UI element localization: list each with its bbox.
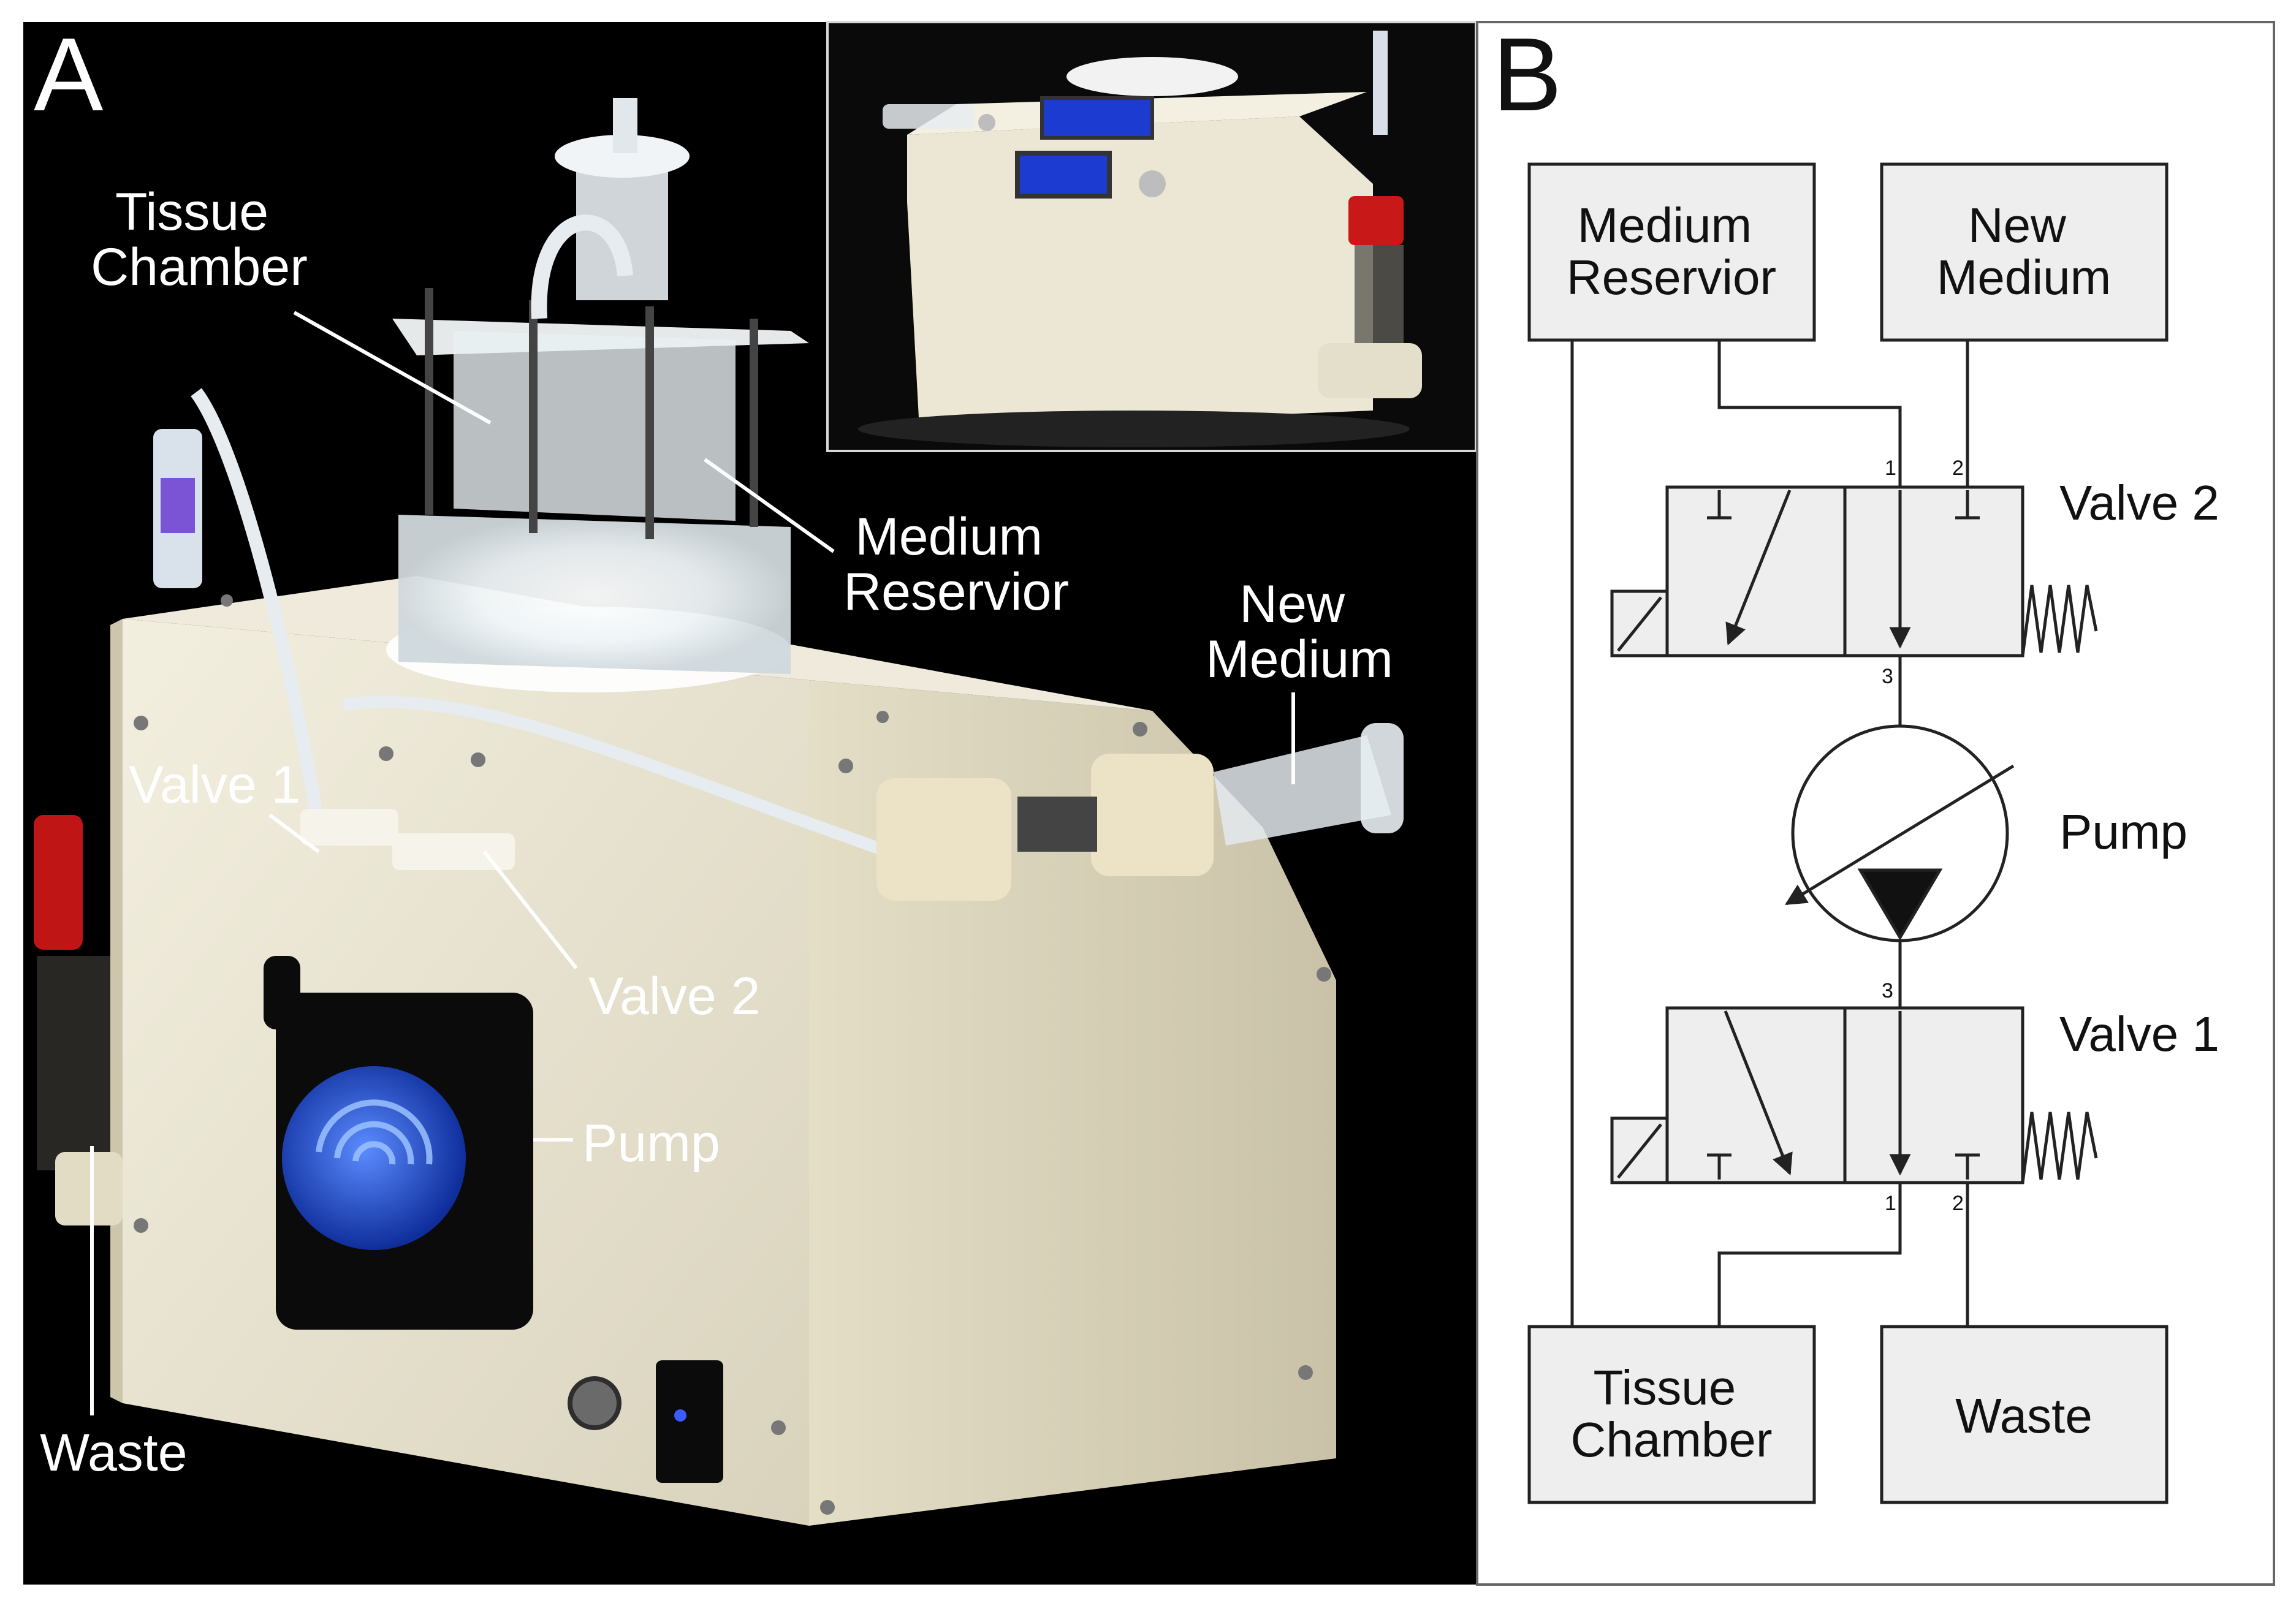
device-illustration bbox=[34, 98, 1404, 1526]
box-new-medium: New Medium bbox=[1880, 162, 2169, 342]
label-valve1: Valve 1 bbox=[129, 756, 300, 814]
valve2-port-2: 2 bbox=[1952, 456, 1964, 480]
panel-b-schematic: B Medium Reservior bbox=[1476, 17, 2275, 1586]
label-new-medium: New Medium bbox=[1206, 575, 1393, 689]
label-tissue-chamber: Tissue Chamber bbox=[91, 183, 308, 297]
svg-text:New Medium: New Medium bbox=[1937, 198, 2112, 305]
flow-lines bbox=[1570, 340, 1969, 1327]
valve1-port-3: 3 bbox=[1882, 979, 1893, 1002]
valve2-port-3: 3 bbox=[1882, 665, 1893, 688]
inset-photo bbox=[826, 21, 1477, 452]
box-medium-reservoir: Medium Reservior bbox=[1527, 162, 1816, 342]
box-waste: Waste bbox=[1880, 1325, 2169, 1504]
panel-a-photo: A Tissue Chamber Medium Reservior New Me… bbox=[23, 17, 1477, 1585]
callout-lines bbox=[90, 311, 1295, 1415]
pump-symbol bbox=[1785, 724, 2015, 942]
svg-text:Tissue Chamber: Tissue Chamber bbox=[1570, 1360, 1772, 1467]
label-pump-schematic: Pump bbox=[2059, 805, 2188, 859]
panel-b-letter: B bbox=[1492, 17, 1562, 133]
label-waste: Waste bbox=[40, 1423, 188, 1482]
label-valve2: Valve 2 bbox=[588, 967, 760, 1026]
svg-text:Medium Reservior: Medium Reservior bbox=[1567, 198, 1776, 305]
valve2-port-1: 1 bbox=[1885, 456, 1896, 480]
panel-a-letter: A bbox=[34, 17, 104, 133]
label-pump: Pump bbox=[582, 1114, 720, 1173]
valve2-symbol bbox=[1610, 485, 2098, 657]
label-medium-reservoir: Medium Reservior bbox=[843, 507, 1069, 621]
svg-text:Waste: Waste bbox=[1955, 1388, 2093, 1443]
box-tissue-chamber: Tissue Chamber bbox=[1527, 1325, 1816, 1504]
valve1-port-2: 2 bbox=[1952, 1192, 1964, 1215]
valve1-port-1: 1 bbox=[1885, 1192, 1896, 1215]
label-valve2-schematic: Valve 2 bbox=[2059, 475, 2219, 530]
valve1-symbol bbox=[1610, 1006, 2098, 1184]
label-valve1-schematic: Valve 1 bbox=[2059, 1007, 2219, 1061]
